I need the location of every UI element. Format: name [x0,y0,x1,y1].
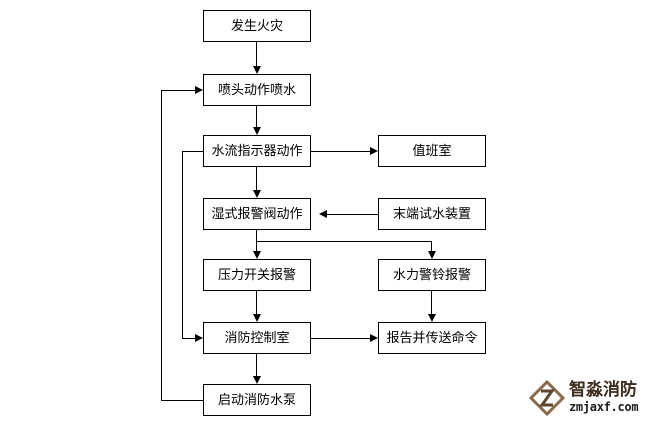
edge-water-bell-to-report-command [431,291,432,314]
node-label: 湿式报警阀动作 [211,206,303,222]
arrowhead-control-room-left [195,334,203,342]
node-wet-alarm-valve[interactable]: 湿式报警阀动作 [203,198,311,230]
arrowhead-report-command-top [428,314,436,322]
node-label: 值班室 [412,143,452,159]
node-label: 发生火灾 [230,18,283,34]
edge-control-room-to-start-pump [256,354,257,376]
node-sprinkler-activates[interactable]: 喷头动作喷水 [203,74,311,106]
arrowhead-wet-valve-right [319,210,327,218]
edge-wet-valve-to-pressure-switch [256,230,257,251]
diamond-logo-icon [528,379,566,417]
edge-end-test-to-wet-valve [327,214,378,215]
node-pressure-switch-alarm[interactable]: 压力开关报警 [203,259,311,291]
arrowhead-flow-indicator-top [253,127,261,135]
edge-wet-valve-branch-vertical [431,241,432,251]
watermark: 智淼消防 zmjaxf.com [528,374,659,421]
node-label: 启动消防水泵 [217,392,296,408]
edge-outer-loop-top [161,90,195,91]
node-start-fire-pump[interactable]: 启动消防水泵 [203,384,311,416]
node-label: 末端试水装置 [392,206,471,222]
node-fire-control-room[interactable]: 消防控制室 [203,322,311,354]
node-label: 消防控制室 [224,330,290,346]
arrowhead-duty-room-left [370,147,378,155]
arrowhead-sprinkler-left [195,86,203,94]
edge-inner-loop-bottom [182,338,196,339]
arrowhead-start-pump-top [253,376,261,384]
edge-sprinkler-to-flow-indicator [256,106,257,127]
edge-flow-indicator-to-duty-room [311,151,371,152]
node-water-flow-indicator[interactable]: 水流指示器动作 [203,135,311,167]
edge-control-room-to-report-command [311,338,371,339]
node-label: 报告并传送命令 [386,330,478,346]
node-report-and-transmit-command[interactable]: 报告并传送命令 [378,322,486,354]
node-label: 水力警铃报警 [392,267,471,283]
edge-inner-loop-vertical [182,151,183,338]
node-end-test-water-device[interactable]: 末端试水装置 [378,198,486,230]
node-fire-occurs[interactable]: 发生火灾 [203,10,311,42]
edge-fire-to-sprinkler [256,42,257,66]
arrowhead-report-command-left [370,334,378,342]
watermark-url: zmjaxf.com [569,400,639,414]
watermark-text: 智淼消防 zmjaxf.com [569,380,639,414]
edge-pressure-switch-to-control-room [256,291,257,314]
watermark-brand: 智淼消防 [569,380,637,400]
edge-flow-indicator-to-wet-valve [256,167,257,190]
arrowhead-water-bell-top [428,251,436,259]
node-label: 喷头动作喷水 [217,82,296,98]
arrowhead-pressure-switch-top [253,251,261,259]
node-label: 水流指示器动作 [211,143,303,159]
arrowhead-control-room-top [253,314,261,322]
node-water-motor-gong-alarm[interactable]: 水力警铃报警 [378,259,486,291]
edge-wet-valve-branch-horizontal [256,241,432,242]
arrowhead-sprinkler-top [253,66,261,74]
edge-outer-loop-bottom [161,400,204,401]
node-label: 压力开关报警 [217,267,296,283]
edge-outer-loop-vertical [161,90,162,401]
node-duty-room[interactable]: 值班室 [378,135,486,167]
arrowhead-wet-valve-top [253,190,261,198]
edge-inner-loop-top [182,151,204,152]
